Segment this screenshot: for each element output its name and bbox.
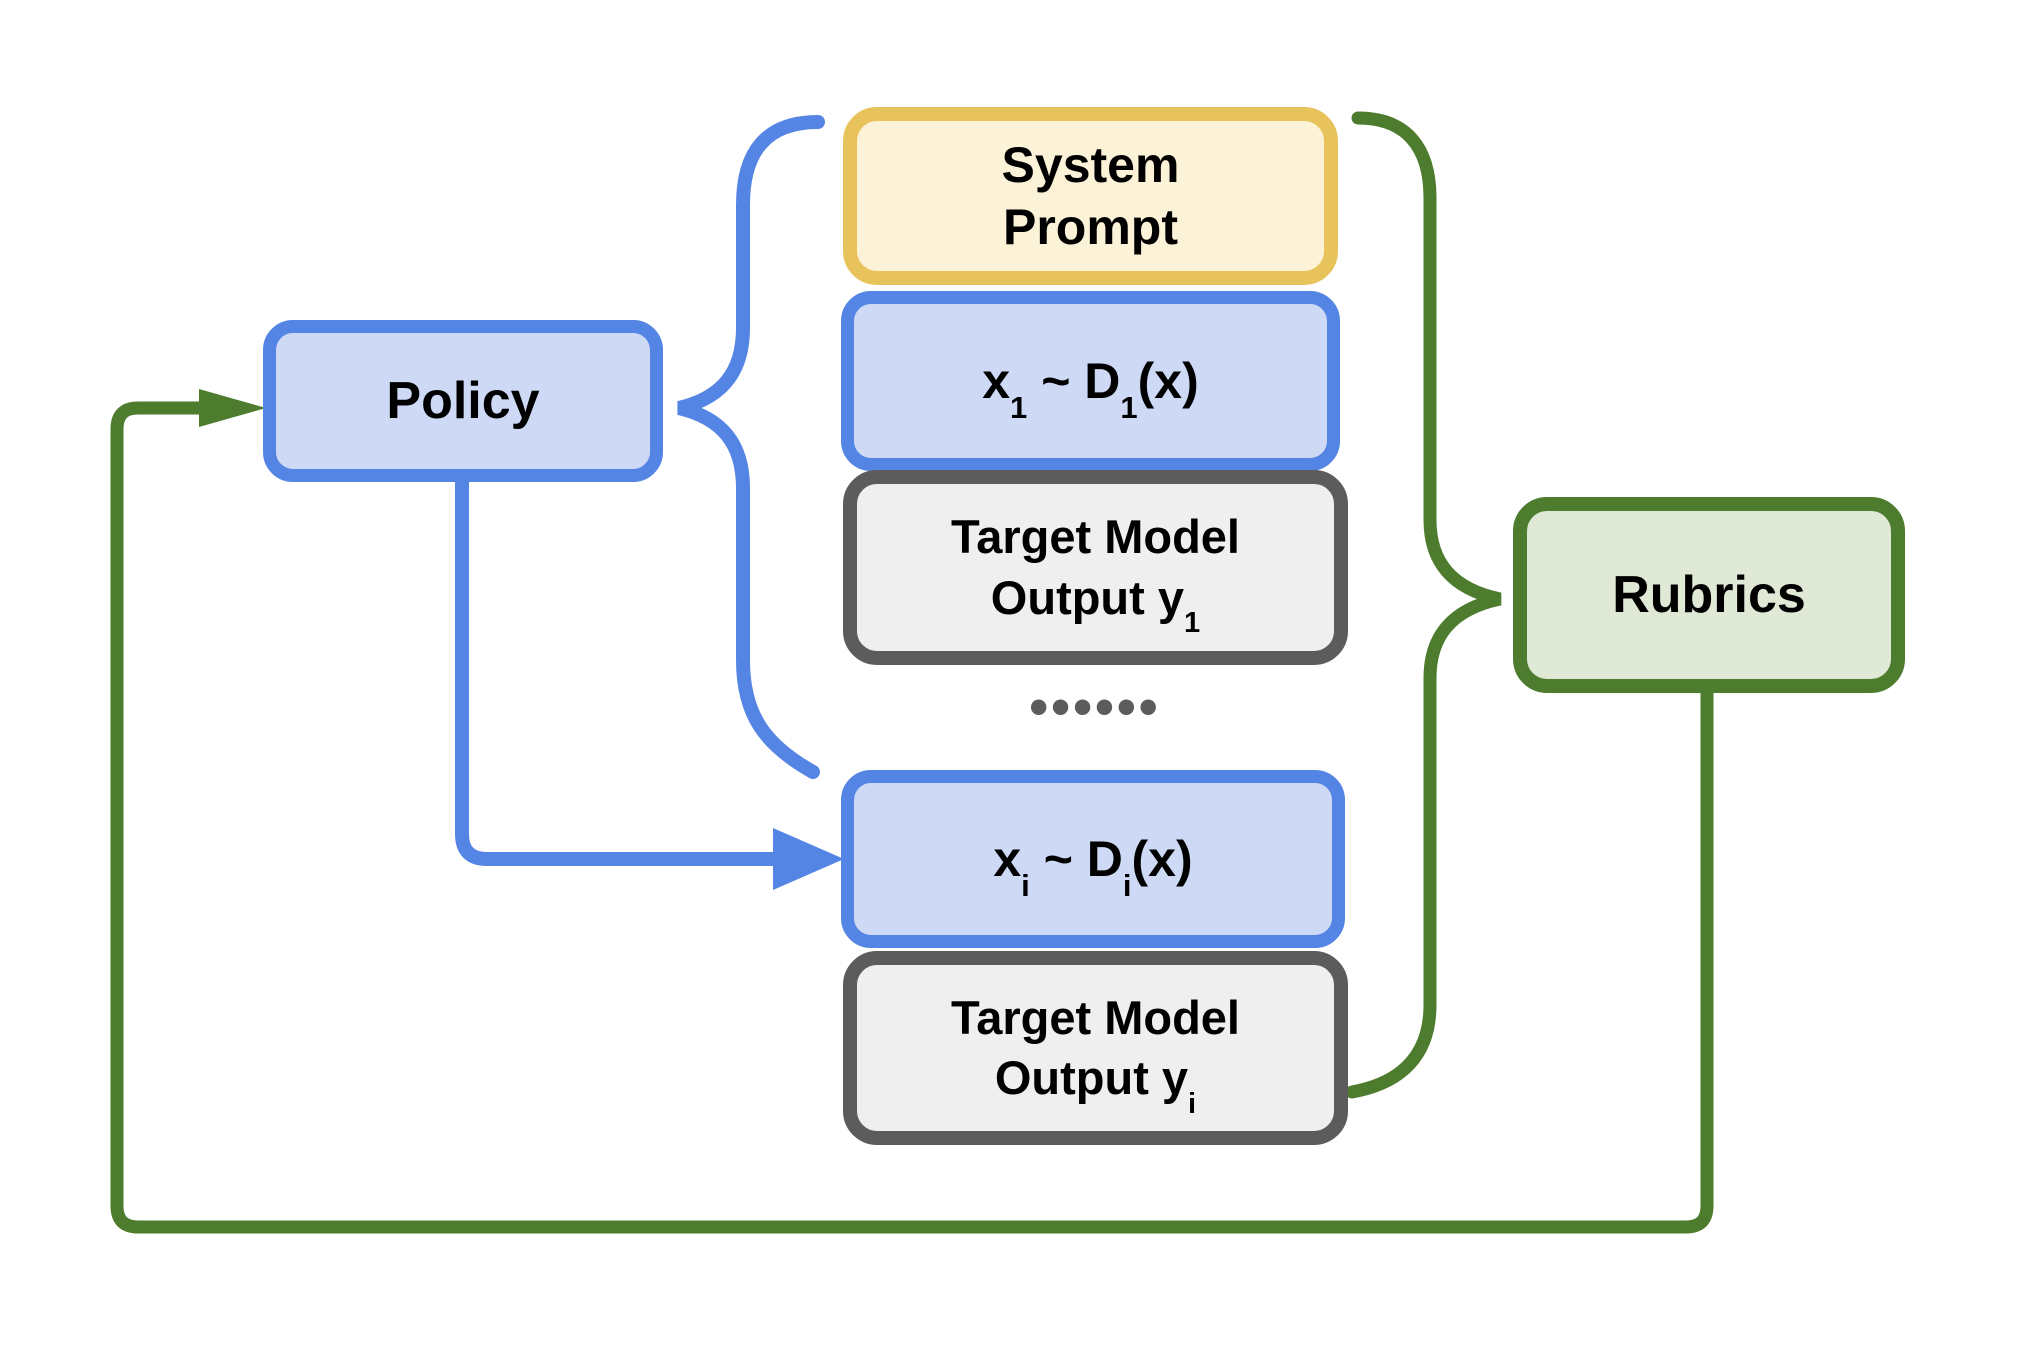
green-arrowhead-icon xyxy=(199,389,266,427)
x1-sample-node: x1 ~ D1(x) xyxy=(841,291,1340,471)
y1-line2-text: Output y xyxy=(990,570,1184,624)
yi-subscript: i xyxy=(1188,1087,1197,1120)
ellipsis-dots: •••••• xyxy=(1029,677,1161,737)
xi-sample-node: xi ~ Di(x) xyxy=(841,770,1345,948)
yi-line2-text: Output y xyxy=(994,1051,1189,1104)
target-output-y1-node: Target Model Output y1 xyxy=(843,470,1348,665)
yi-line2: Output yi xyxy=(994,1048,1196,1118)
rubrics-label: Rubrics xyxy=(1612,566,1806,624)
system-prompt-node: System Prompt xyxy=(843,107,1338,285)
x1-formula: x1 ~ D1(x) xyxy=(982,352,1199,423)
x1-tail: (x) xyxy=(1137,353,1199,409)
yi-line1: Target Model xyxy=(951,990,1240,1044)
policy-to-xi-line xyxy=(455,471,779,866)
y1-line2: Output y1 xyxy=(990,568,1200,638)
target-output-yi-node: Target Model Output yi xyxy=(843,951,1348,1145)
x1-subscript: 1 xyxy=(1010,389,1028,425)
di-subscript: i xyxy=(1122,867,1132,903)
xi-mid: ~ D xyxy=(1029,831,1123,887)
rubrics-to-policy-feedback-line xyxy=(110,401,1714,1234)
policy-label: Policy xyxy=(386,372,540,430)
rubrics-node: Rubrics xyxy=(1513,497,1905,693)
blue-arrowhead-icon xyxy=(773,828,844,890)
xi-subscript: i xyxy=(1021,867,1030,903)
xi-tail: (x) xyxy=(1131,831,1193,887)
system-prompt-line1: System xyxy=(1001,137,1180,193)
xi-formula: xi ~ Di(x) xyxy=(993,830,1193,901)
y1-subscript: 1 xyxy=(1183,607,1201,640)
d1-subscript: 1 xyxy=(1120,389,1138,425)
system-prompt-line2: Prompt xyxy=(1003,199,1178,255)
rubrics-brace xyxy=(1345,111,1502,1099)
xi-base: x xyxy=(993,831,1022,887)
x1-base: x xyxy=(982,353,1011,409)
policy-node: Policy xyxy=(263,320,663,482)
y1-line1: Target Model xyxy=(951,510,1240,564)
x1-mid: ~ D xyxy=(1027,353,1121,409)
policy-brace xyxy=(677,115,825,779)
